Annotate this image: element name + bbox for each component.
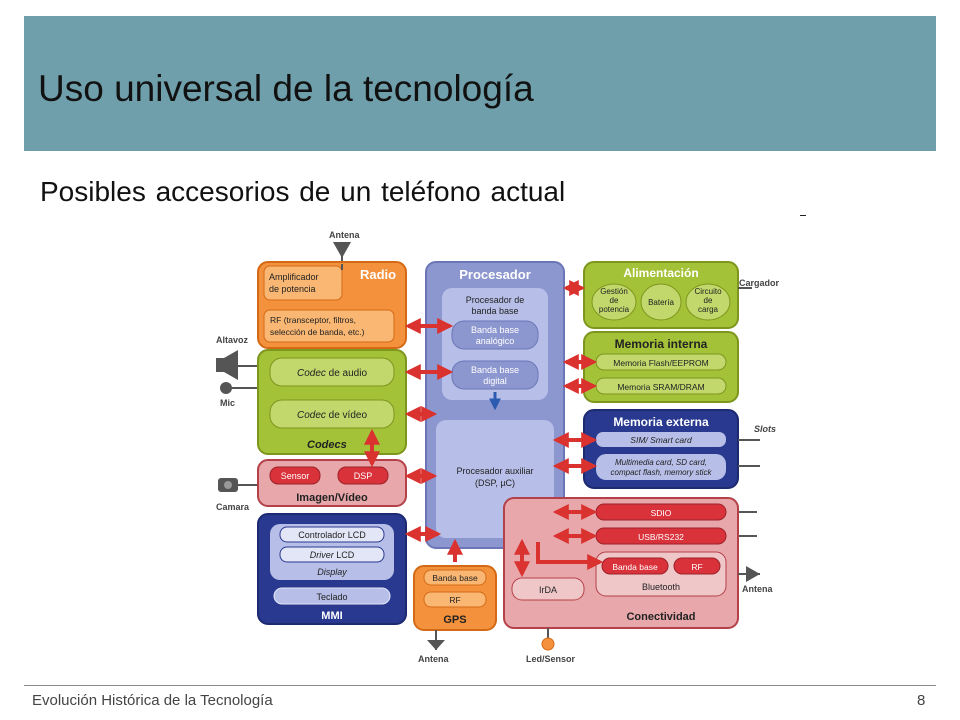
radio-title: Radio xyxy=(360,267,396,282)
page-number: 8 xyxy=(917,692,926,709)
irda-box xyxy=(511,577,585,601)
footer-text: Evolución Histórica de la Tecnología xyxy=(32,692,273,709)
label-cargador: Cargador xyxy=(739,278,780,288)
teclado-label: Teclado xyxy=(316,592,347,602)
circuito-line1: Circuito xyxy=(694,287,722,296)
bt-rf-box xyxy=(673,557,721,575)
rf-line1: RF (transceptor, filtros, xyxy=(270,315,356,325)
driver-lcd-label: Driver LCD xyxy=(310,550,355,560)
sensor-label: Sensor xyxy=(281,471,310,481)
dig-line2: digital xyxy=(483,376,507,386)
amp-line2: de potencia xyxy=(269,284,316,294)
display-label: Display xyxy=(317,567,347,577)
gps-banda-label: Banda base xyxy=(432,573,478,583)
gestion-line3: potencia xyxy=(599,305,630,314)
label-mic: Mic xyxy=(220,398,235,408)
flash-label: Memoria Flash/EEPROM xyxy=(613,358,708,368)
bt-rf-label: RF xyxy=(691,562,702,572)
teclado-box xyxy=(273,587,391,605)
mmi-title: MMI xyxy=(321,610,342,622)
gps-title: GPS xyxy=(443,614,466,626)
gestion-line2: de xyxy=(610,296,619,305)
gestion-box xyxy=(591,283,637,321)
footer-divider xyxy=(24,685,936,686)
circuito-line3: carga xyxy=(698,305,719,314)
title-bar xyxy=(24,16,936,151)
memoria-externa-title: Memoria externa xyxy=(613,415,709,429)
aux-line2: (DSP, µC) xyxy=(475,478,515,488)
usb-label: USB/RS232 xyxy=(638,532,684,542)
analogico-box xyxy=(451,320,539,350)
led-icon xyxy=(541,628,555,651)
stray-mark xyxy=(800,215,806,216)
codec-audio-label: Codec de audio xyxy=(297,368,367,379)
gps-rf-box xyxy=(423,591,487,608)
pbb-line1: Procesador de xyxy=(466,295,525,305)
dsp-box xyxy=(337,466,389,485)
sram-label: Memoria SRAM/DRAM xyxy=(617,382,704,392)
imagen-title: Imagen/Vídeo xyxy=(296,492,368,504)
slide-title: Uso universal de la tecnología xyxy=(38,68,534,109)
label-antena-right: Antena xyxy=(742,584,773,594)
label-antena-top: Antena xyxy=(329,230,360,240)
sdio-label: SDIO xyxy=(651,508,672,518)
slide-subtitle: Posibles accesorios de un teléfono actua… xyxy=(40,176,566,207)
gestion-line1: Gestión xyxy=(600,287,628,296)
rf-box xyxy=(263,309,395,343)
dsp-label: DSP xyxy=(354,471,373,481)
dig-line1: Banda base xyxy=(471,365,519,375)
mm-line2: compact flash, memory stick xyxy=(611,468,713,477)
codec-video-label: Codec de vídeo xyxy=(297,410,367,421)
controlador-lcd-label: Controlador LCD xyxy=(298,530,366,540)
sensor-box xyxy=(269,466,321,485)
codec-video-box xyxy=(269,399,395,429)
controlador-lcd-box xyxy=(279,526,385,543)
label-led-sensor: Led/Sensor xyxy=(526,654,576,664)
bluetooth-label: Bluetooth xyxy=(642,582,680,592)
label-camara: Camara xyxy=(216,502,250,512)
bateria-label: Batería xyxy=(648,298,674,307)
ana-line1: Banda base xyxy=(471,325,519,335)
bt-banda-label: Banda base xyxy=(612,562,658,572)
alimentacion-title: Alimentación xyxy=(623,266,698,280)
label-slots: Slots xyxy=(754,424,776,434)
procesador-title: Procesador xyxy=(459,267,531,282)
aux-line1: Procesador auxiliar xyxy=(456,466,533,476)
codecs-title: Codecs xyxy=(307,439,347,451)
sim-box xyxy=(596,432,726,447)
circuito-box xyxy=(685,283,731,321)
driver-lcd-box xyxy=(279,546,385,563)
bateria-box xyxy=(640,283,682,321)
label-altavoz: Altavoz xyxy=(216,335,249,345)
ana-line2: analógico xyxy=(476,336,515,346)
antenna-right-icon xyxy=(738,566,760,582)
irda-label: IrDA xyxy=(539,585,557,595)
antenna-bottom-icon xyxy=(427,630,445,650)
camera-icon xyxy=(218,478,238,492)
circuito-line2: de xyxy=(704,296,713,305)
microphone-icon xyxy=(220,382,232,394)
conectividad-title: Conectividad xyxy=(626,611,695,623)
multimedia-box xyxy=(596,454,726,480)
memoria-interna-title: Memoria interna xyxy=(615,337,708,351)
amp-line1: Amplificador xyxy=(269,272,319,282)
amplifier-box xyxy=(263,265,343,301)
label-antena-bottom: Antena xyxy=(418,654,449,664)
rf-line2: selección de banda, etc.) xyxy=(270,327,365,337)
gps-banda-box xyxy=(423,569,487,586)
gps-rf-label: RF xyxy=(449,595,460,605)
arrow-bluetooth xyxy=(536,542,604,570)
codec-audio-box xyxy=(269,357,395,387)
mm-line1: Multimedia card, SD card, xyxy=(615,458,707,467)
phone-block-diagram: Antena Radio Amplificador de potencia RF… xyxy=(216,230,780,664)
connection-arrows xyxy=(341,264,604,578)
speaker-icon xyxy=(216,350,238,380)
pbb-line2: banda base xyxy=(471,306,518,316)
sim-label: SIM/ Smart card xyxy=(630,435,692,445)
